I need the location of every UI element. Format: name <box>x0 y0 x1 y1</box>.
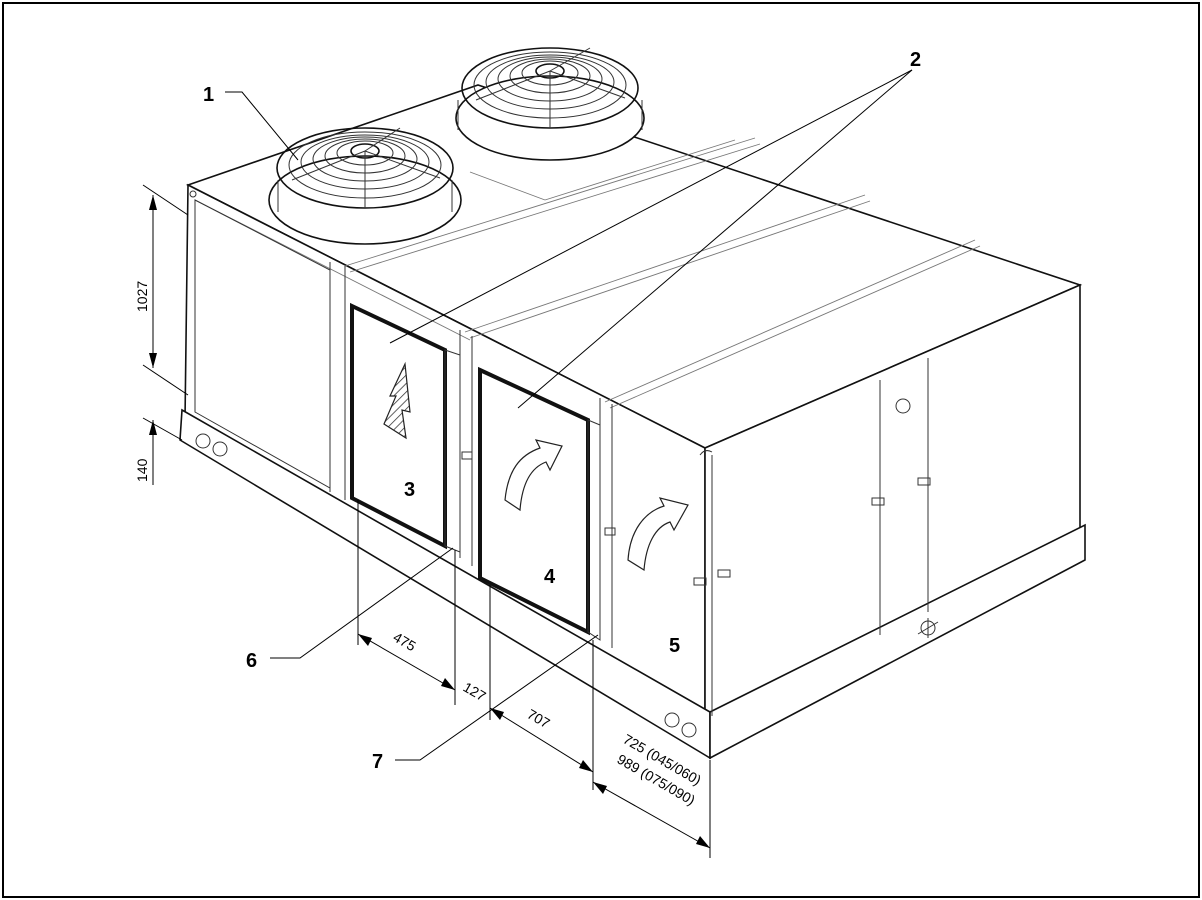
return-air-opening <box>350 302 461 553</box>
supply-air-opening <box>478 366 601 641</box>
drain-symbol <box>917 618 939 638</box>
door-handle <box>917 477 931 486</box>
width-dimensions <box>357 500 711 858</box>
callout-6: 6 <box>246 650 257 672</box>
callout-2-filter-access: 2 <box>910 49 921 71</box>
dim-base-140: 140 <box>134 458 150 482</box>
dim-height-1027: 1027 <box>134 281 150 312</box>
callout-leaders <box>225 69 913 761</box>
access-doors <box>461 358 939 716</box>
condenser-fan-1 <box>268 127 462 245</box>
dim-475: 475 <box>391 629 419 655</box>
callout-5-outside-air: 5 <box>669 635 680 657</box>
supply-air-arrow-icon <box>504 439 563 512</box>
lifting-holes <box>189 190 697 738</box>
callout-7: 7 <box>372 751 383 773</box>
callout-3-return-air: 3 <box>404 479 415 501</box>
door-viewport-icon <box>895 398 911 414</box>
door-handle <box>871 497 885 506</box>
top-panel-seams <box>194 137 981 409</box>
callout-4-supply-air: 4 <box>544 566 556 588</box>
door-handle <box>461 451 473 460</box>
door-handle <box>717 569 731 578</box>
door-handle <box>604 527 616 536</box>
callout-1-condenser-fan: 1 <box>203 84 214 106</box>
door-handle <box>693 577 707 586</box>
dim-707: 707 <box>525 706 553 732</box>
height-dimension <box>142 184 189 485</box>
return-air-arrow-icon <box>383 361 411 440</box>
condenser-fan-2 <box>455 47 645 161</box>
outside-air-arrow-icon <box>627 497 689 572</box>
outside-air-opening <box>627 497 689 572</box>
dim-127: 127 <box>461 679 489 705</box>
